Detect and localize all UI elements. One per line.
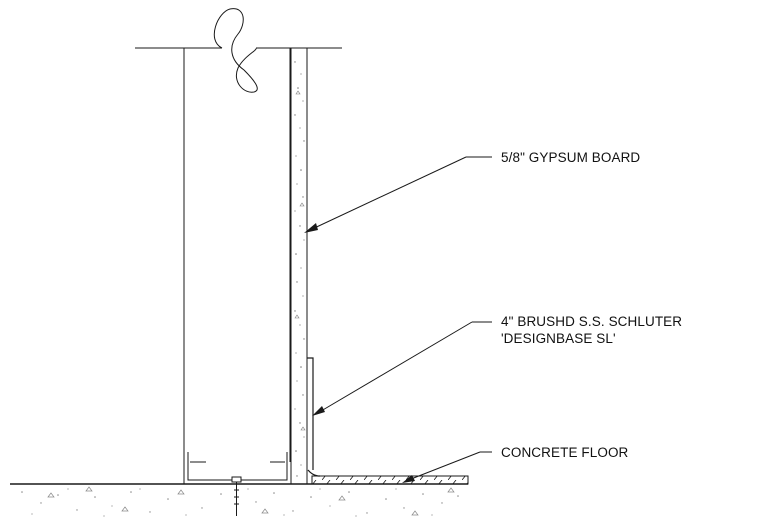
leader-concrete: [402, 451, 492, 483]
metal-stud: [183, 48, 291, 462]
gypsum-board-label: 5/8" GYPSUM BOARD: [501, 150, 641, 165]
concrete-slab: [10, 483, 468, 517]
gypsum-board: [290, 47, 308, 485]
floor-fastener: [231, 476, 242, 516]
leader-gypsum: [304, 156, 492, 233]
concrete-floor-label: CONCRETE FLOOR: [501, 445, 629, 460]
schluter-label-line2: 'DESIGNBASE SL': [501, 331, 616, 346]
schluter-profile: [307, 357, 320, 477]
schluter-label-line1: 4" BRUSHD S.S. SCHLUTER: [501, 314, 683, 329]
leader-schluter: [312, 321, 492, 416]
schluter-label: 4" BRUSHD S.S. SCHLUTER 'DESIGNBASE SL': [501, 313, 682, 347]
floor-finish: [311, 475, 469, 485]
break-line: [135, 8, 342, 93]
